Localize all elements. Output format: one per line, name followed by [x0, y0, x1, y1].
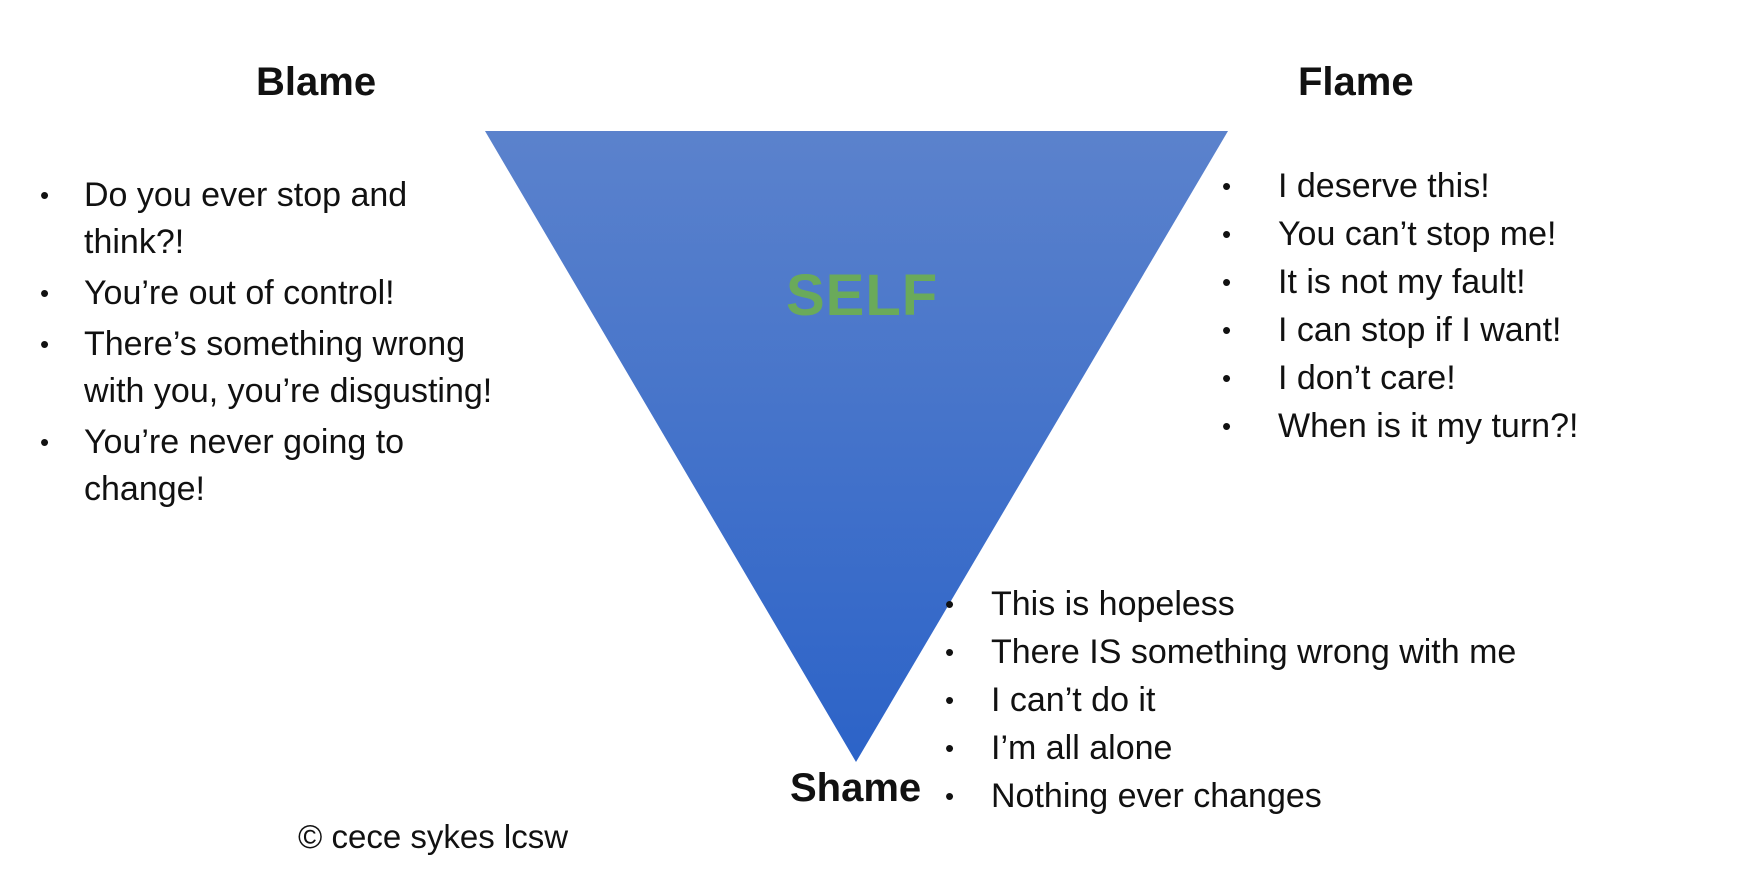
copyright-notice: © cece sykes lcsw — [298, 818, 569, 855]
flame-item: I don’t care! — [1222, 354, 1722, 402]
flame-item: It is not my fault! — [1222, 258, 1722, 306]
self-label: SELF — [786, 263, 939, 328]
shame-list: This is hopeless There IS something wron… — [945, 580, 1665, 820]
flame-list: I deserve this! You can’t stop me! It is… — [1222, 162, 1722, 450]
shame-item: Nothing ever changes — [945, 772, 1665, 820]
blame-item: Do you ever stop and think?! — [40, 172, 510, 266]
triangle-shape — [485, 131, 1228, 762]
flame-item: I can stop if I want! — [1222, 306, 1722, 354]
flame-item: I deserve this! — [1222, 162, 1722, 210]
blame-item: There’s something wrong with you, you’re… — [40, 321, 510, 415]
shame-item: This is hopeless — [945, 580, 1665, 628]
blame-item: You’re never going to change! — [40, 419, 510, 513]
shame-item: I can’t do it — [945, 676, 1665, 724]
blame-heading: Blame — [256, 60, 377, 104]
flame-item: You can’t stop me! — [1222, 210, 1722, 258]
blame-item: You’re out of control! — [40, 270, 510, 317]
flame-item: When is it my turn?! — [1222, 402, 1722, 450]
blame-list: Do you ever stop and think?! You’re out … — [40, 172, 510, 517]
flame-heading: Flame — [1298, 60, 1414, 104]
shame-heading: Shame — [790, 766, 922, 810]
shame-item: I’m all alone — [945, 724, 1665, 772]
shame-item: There IS something wrong with me — [945, 628, 1665, 676]
